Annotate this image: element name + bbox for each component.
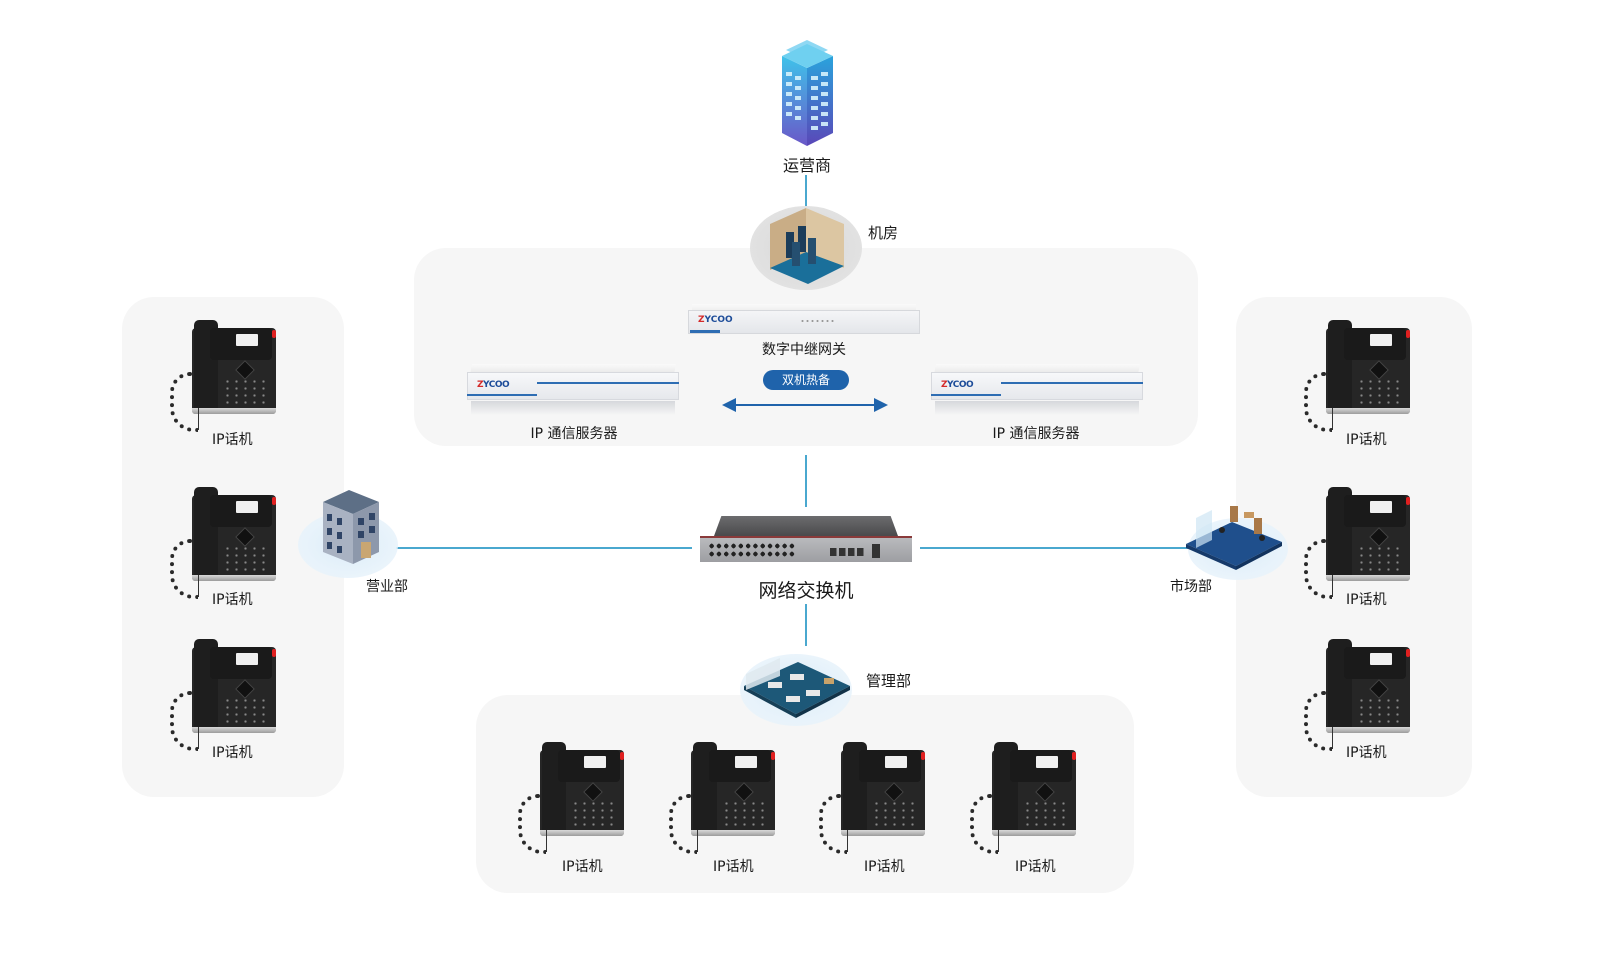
ip-phone	[1302, 487, 1412, 607]
office-building-icon	[323, 490, 379, 564]
ip-phone	[1302, 639, 1412, 759]
ip-phone-label: IP话机	[562, 859, 603, 875]
ip-phone	[817, 742, 927, 862]
ip-phone	[168, 487, 278, 607]
ip-server-left: ZYCOO	[467, 364, 679, 415]
network-switch-device	[700, 516, 912, 568]
carrier-to-room-line	[805, 175, 807, 210]
ip-phone-label: IP话机	[864, 859, 905, 875]
ip-phone	[168, 320, 278, 440]
ip-phone-label: IP话机	[1346, 592, 1387, 608]
ip-phone-label: IP话机	[212, 592, 253, 608]
carrier-label: 运营商	[782, 156, 831, 175]
server-room-label: 机房	[868, 224, 899, 242]
trunk-gateway-device: ZYCOO	[688, 304, 920, 338]
switch-to-management-line	[805, 604, 807, 646]
carrier-node: 运营商	[760, 38, 854, 178]
marketing-label: 市场部	[1170, 579, 1212, 595]
ip-server-right: ZYCOO	[931, 364, 1143, 415]
management-label: 管理部	[866, 672, 912, 690]
ip-phone	[968, 742, 1078, 862]
ip-phone	[516, 742, 626, 862]
server-room-icon	[770, 208, 844, 284]
ip-phone-label: IP话机	[1346, 432, 1387, 448]
gateway-brand-logo: ZYCOO	[698, 315, 733, 325]
switch-to-marketing-line	[920, 547, 1188, 549]
ip-phone-label: IP话机	[212, 432, 253, 448]
switch-label: 网络交换机	[758, 580, 854, 602]
ip-server-left-label: IP 通信服务器	[530, 426, 618, 442]
office-room-icon	[1186, 506, 1282, 570]
ip-phone	[667, 742, 777, 862]
ip-phone-label: IP话机	[713, 859, 754, 875]
ip-phone	[1302, 320, 1412, 440]
gateway-label: 数字中继网关	[762, 342, 846, 358]
switch-to-sales-line	[396, 547, 692, 549]
server-brand-logo: ZYCOO	[477, 380, 510, 390]
ip-phone	[168, 639, 278, 759]
core-to-switch-line	[805, 455, 807, 507]
ip-server-right-label: IP 通信服务器	[992, 426, 1080, 442]
sales-label: 营业部	[366, 579, 408, 595]
redundancy-badge: 双机热备	[763, 370, 849, 390]
open-office-icon	[744, 658, 850, 718]
bidirectional-arrow-icon	[722, 398, 888, 412]
ip-phone-label: IP话机	[1015, 859, 1056, 875]
ip-phone-label: IP话机	[1346, 745, 1387, 761]
office-tower-icon	[782, 40, 833, 146]
server-brand-logo: ZYCOO	[941, 380, 974, 390]
ip-phone-label: IP话机	[212, 745, 253, 761]
